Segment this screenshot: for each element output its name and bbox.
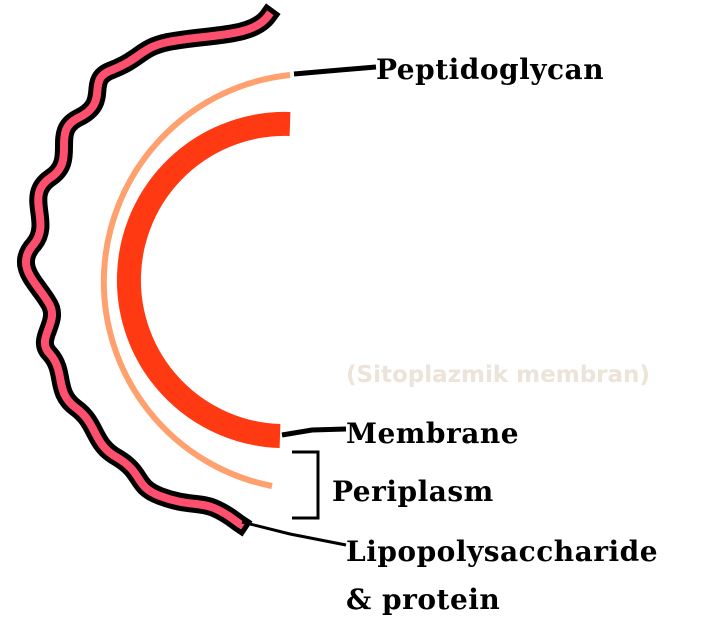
periplasm-label: Periplasm xyxy=(332,478,494,506)
protein-label: & protein xyxy=(346,586,500,614)
cytoplasmic-membrane-arc xyxy=(129,124,290,436)
lipopolysaccharide-leader-line xyxy=(242,522,346,545)
watermark-text: (Sitoplazmik membran) xyxy=(346,364,650,387)
lipopolysaccharide-label: Lipopolysaccharide xyxy=(346,538,658,566)
periplasm-bracket xyxy=(292,452,318,518)
membrane-label: Membrane xyxy=(346,420,519,448)
peptidoglycan-leader-line xyxy=(294,67,376,74)
membrane-leader-line xyxy=(282,429,346,435)
peptidoglycan-label: Peptidoglycan xyxy=(376,56,604,84)
